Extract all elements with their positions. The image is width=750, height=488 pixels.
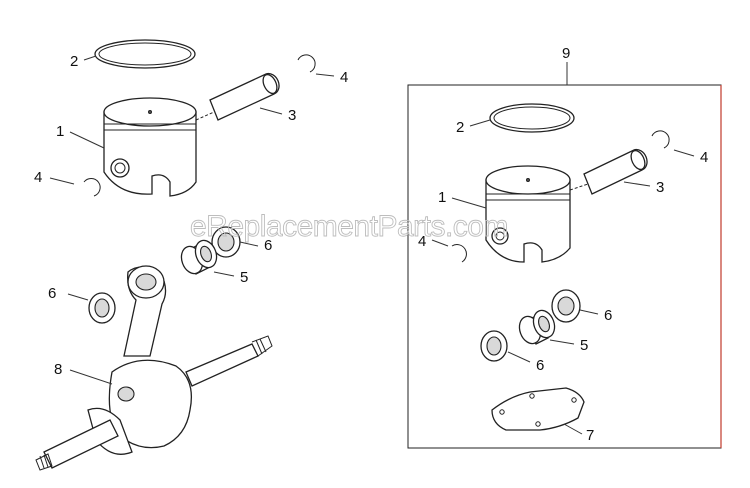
piston-kit-box bbox=[407, 62, 722, 449]
left-piston-pin bbox=[195, 72, 280, 121]
kit-leader-lines bbox=[431, 119, 695, 435]
kit-piston-pin bbox=[569, 148, 648, 195]
callout-kit-clip-bottom: 4 bbox=[418, 233, 426, 250]
callout-kit-bearing-outer: 6 bbox=[604, 307, 612, 324]
left-needle-bearing bbox=[180, 239, 218, 275]
left-piston-ring bbox=[94, 39, 196, 69]
callout-kit-bearing-lower: 6 bbox=[536, 357, 544, 374]
kit-clip-top bbox=[651, 130, 670, 149]
kit-piston-ring bbox=[489, 103, 575, 133]
left-clip-top bbox=[297, 54, 316, 73]
callout-left-clip-bottom: 4 bbox=[34, 169, 42, 186]
callout-kit-needle-bearing: 5 bbox=[580, 337, 588, 354]
kit-bearing-outer bbox=[551, 289, 581, 323]
kit-bearing-lower bbox=[480, 330, 508, 362]
crankshaft-assembly bbox=[35, 265, 273, 471]
watermark-text: eReplacementParts.com bbox=[190, 210, 508, 243]
callout-kit-clip-top: 4 bbox=[700, 149, 708, 166]
left-small-end-bearing bbox=[88, 292, 116, 324]
left-clip-bottom bbox=[83, 178, 101, 197]
left-bearing-outer bbox=[211, 226, 241, 258]
callout-kit-piston: 1 bbox=[438, 189, 446, 206]
callout-left-needle-bearing: 5 bbox=[240, 269, 248, 286]
callout-kit-gasket: 7 bbox=[586, 427, 594, 444]
callout-left-ring: 2 bbox=[70, 53, 78, 70]
callout-kit-ring: 2 bbox=[456, 119, 464, 136]
kit-piston bbox=[485, 165, 571, 263]
callout-kit: 9 bbox=[562, 45, 570, 62]
left-leader-lines bbox=[49, 55, 335, 385]
kit-gasket bbox=[491, 387, 585, 431]
callout-left-pin: 3 bbox=[288, 107, 296, 124]
callout-left-clip-top: 4 bbox=[340, 69, 348, 86]
callout-kit-pin: 3 bbox=[656, 179, 664, 196]
callout-left-bearing-outer: 6 bbox=[264, 237, 272, 254]
callout-left-small-end-bearing: 6 bbox=[48, 285, 56, 302]
kit-clip-bottom bbox=[451, 244, 467, 263]
left-piston bbox=[103, 97, 197, 197]
callout-crankshaft: 8 bbox=[54, 361, 62, 378]
kit-needle-bearing bbox=[518, 309, 556, 345]
callout-left-piston: 1 bbox=[56, 123, 64, 140]
